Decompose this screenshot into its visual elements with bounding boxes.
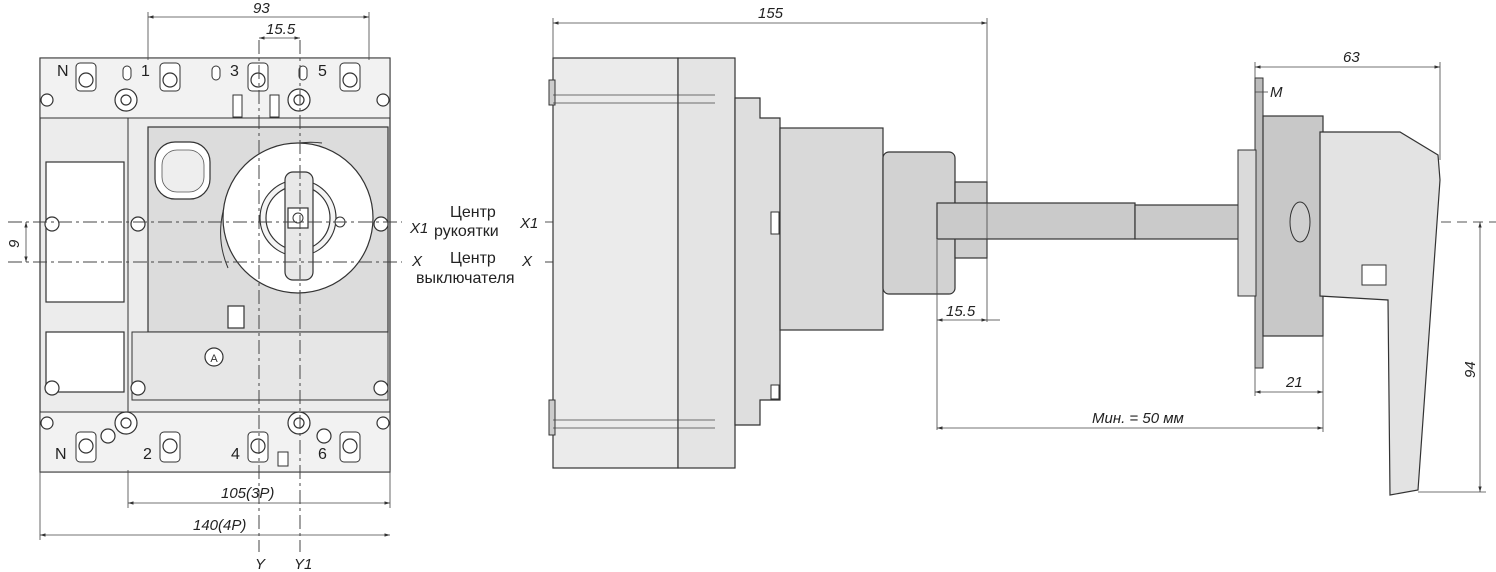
- extension-shaft-1: [936, 202, 1136, 240]
- neutral-panel-upper: [45, 161, 125, 303]
- dim-140: 140(4P): [193, 517, 246, 534]
- label-panel: [131, 331, 389, 401]
- axis-x-label-front: X: [411, 253, 423, 270]
- label-center-breaker-2: выключателя: [416, 270, 515, 287]
- axis-x-label-side: X: [521, 253, 533, 270]
- dim-21: 21: [1285, 374, 1303, 391]
- dim-63: 63: [1343, 49, 1360, 66]
- bottom-terminal-label-6: 6: [318, 446, 327, 463]
- front-view: A N 1 3 5: [6, 0, 428, 572]
- top-terminal-label-5: 5: [318, 63, 327, 80]
- bottom-terminal-label-4: 4: [231, 446, 240, 463]
- svg-text:A: A: [210, 353, 218, 365]
- bottom-terminal-strip: [39, 411, 391, 473]
- axis-x1-label-front: X1: [409, 220, 428, 237]
- dim-105: 105(3P): [221, 485, 274, 502]
- bottom-terminals: [75, 411, 361, 467]
- breaker-side-steps: [734, 97, 781, 426]
- dim-9: 9: [6, 239, 23, 248]
- dim-15-5-top: 15.5: [266, 21, 296, 38]
- dim-94: 94: [1462, 361, 1479, 378]
- rotary-handle-side: [1319, 131, 1441, 496]
- top-terminal-label-1: 1: [141, 63, 150, 80]
- bottom-terminal-label-2: 2: [143, 446, 152, 463]
- top-terminal-label-n: N: [57, 63, 69, 80]
- dim-155: 155: [758, 5, 784, 22]
- brand-logo: [204, 347, 224, 367]
- bottom-terminal-label-n: N: [55, 446, 67, 463]
- dim-93: 93: [253, 0, 270, 17]
- marker-m: M: [1270, 84, 1283, 101]
- axis-y1-label: Y1: [294, 556, 312, 572]
- dim-15-5-side: 15.5: [946, 303, 976, 320]
- mechanism-housing: [779, 127, 884, 331]
- axis-y-label: Y: [255, 556, 266, 572]
- label-center-handle-1: Центр: [450, 204, 496, 221]
- mounting-screws: [40, 93, 390, 430]
- top-terminals: [75, 62, 361, 112]
- dim-min-50: Мин. = 50 мм: [1092, 410, 1184, 427]
- axis-x1-label-side: X1: [519, 215, 538, 232]
- neutral-panel-lower: [45, 331, 125, 393]
- label-center-handle-2: рукоятки: [434, 223, 499, 240]
- side-view: X1 X M 155: [519, 5, 1496, 496]
- label-center-breaker-1: Центр: [450, 250, 496, 267]
- breaker-side-body: [552, 57, 679, 469]
- padlock-tab: [227, 305, 245, 329]
- top-terminal-label-3: 3: [230, 63, 239, 80]
